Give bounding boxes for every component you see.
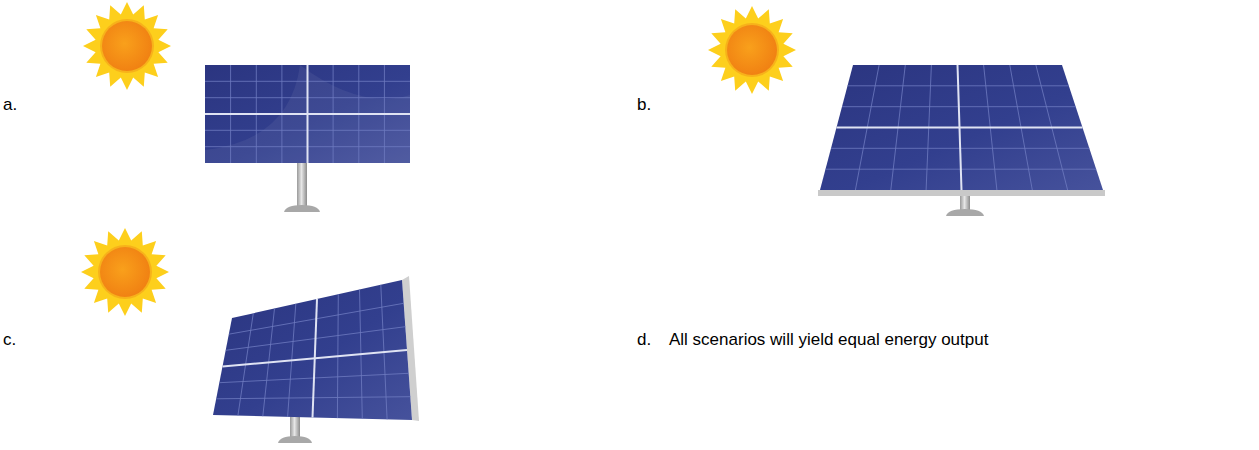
solar-panel-vertical: [205, 65, 410, 212]
sun-icon: [708, 6, 796, 94]
sun-icon: [83, 2, 171, 90]
option-letter: d.: [637, 330, 651, 350]
option-letter: a.: [3, 95, 17, 115]
solar-panel-tilted: [213, 276, 419, 443]
option-letter: c.: [3, 330, 16, 350]
sun-icon: [81, 228, 169, 316]
option-letter: b.: [637, 95, 651, 115]
option-text: All scenarios will yield equal energy ou…: [669, 330, 988, 350]
solar-panel-flat: [818, 65, 1105, 216]
